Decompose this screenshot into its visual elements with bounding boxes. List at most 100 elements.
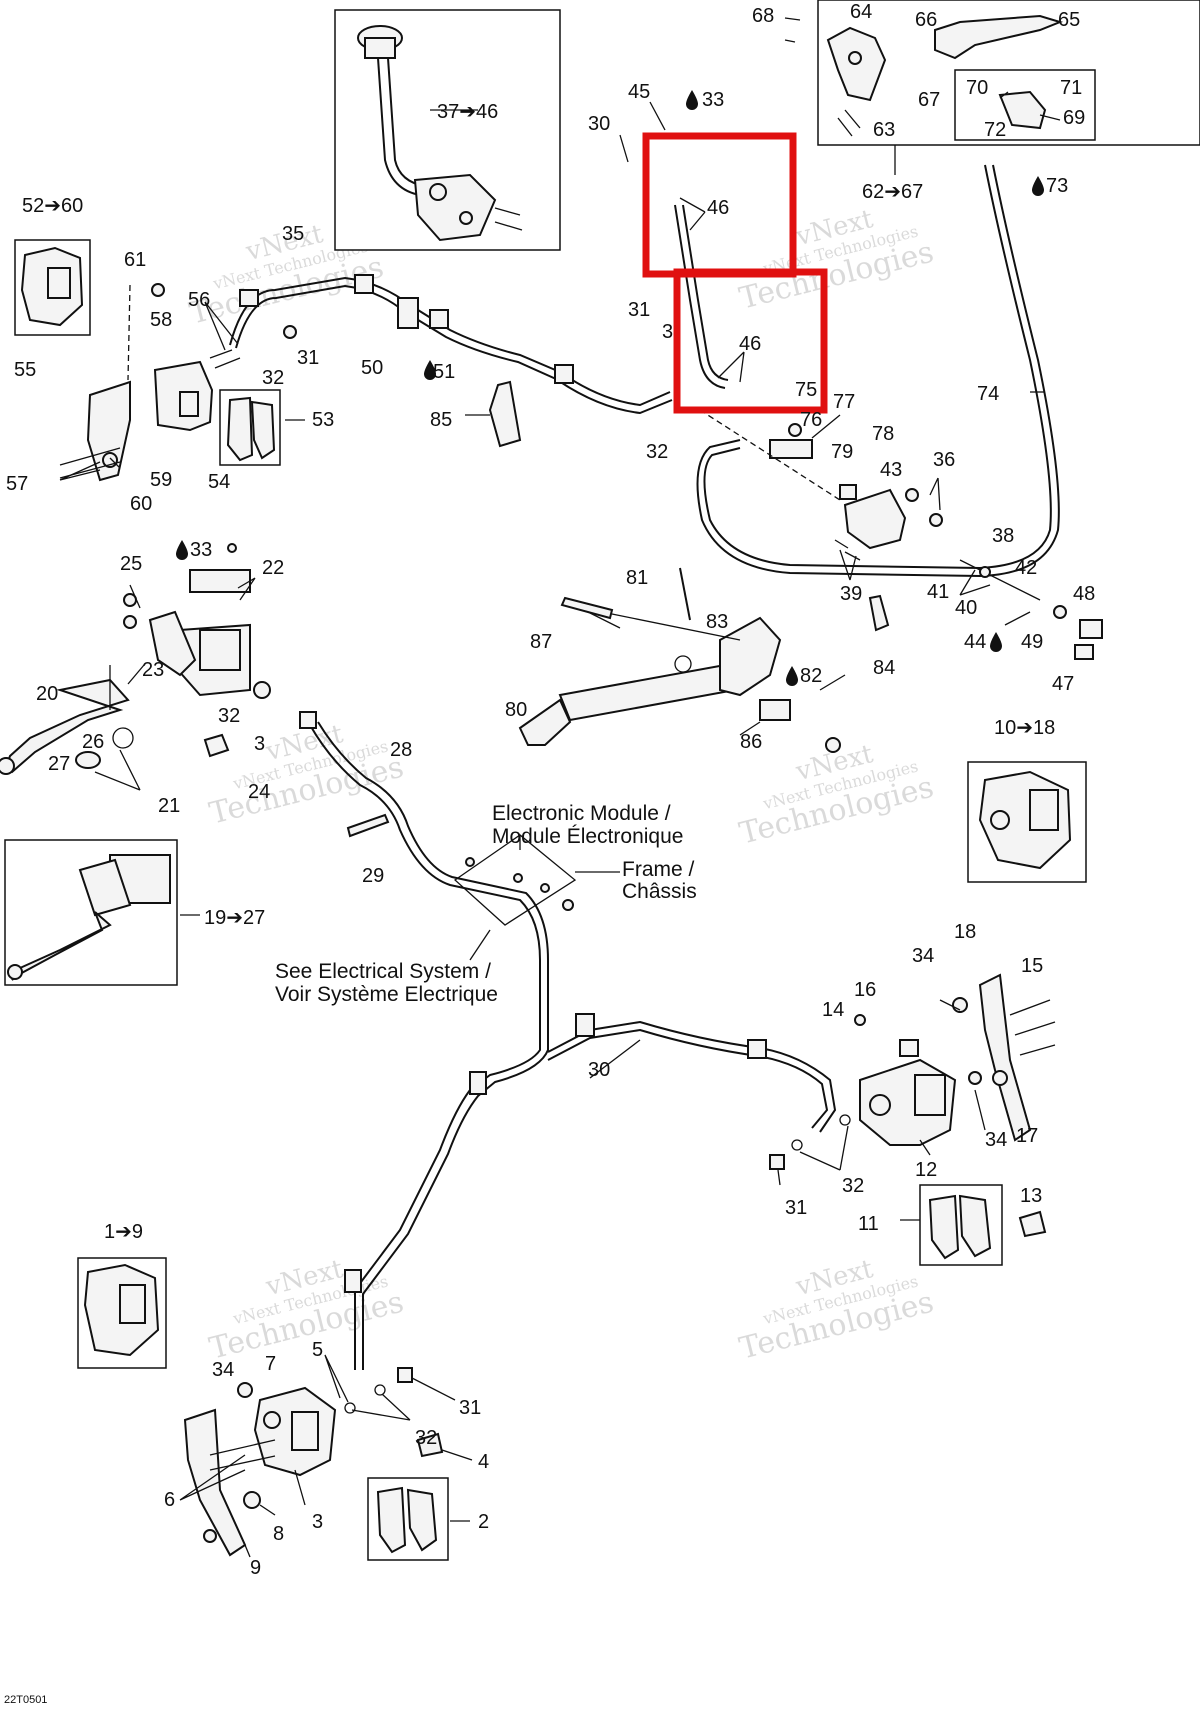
part-label-l55: 55 <box>14 359 36 381</box>
rear-brake-pedal <box>488 380 890 753</box>
part-label-l70: 70 <box>966 77 988 99</box>
electronic-module <box>346 813 577 926</box>
part-label-l2: 2 <box>478 1511 489 1533</box>
part-label-l35: 35 <box>282 223 304 245</box>
part-label-l44: 44 <box>964 631 986 653</box>
master-cylinder-20-27 <box>0 543 271 775</box>
part-label-l32a: 32 <box>262 367 284 389</box>
highlight-box-lower <box>673 268 828 414</box>
part-label-l76: 76 <box>800 409 822 431</box>
part-label-l68: 68 <box>752 5 774 27</box>
part-label-l37: 37➔46 <box>437 101 498 123</box>
part-label-l32d: 32 <box>842 1175 864 1197</box>
part-label-l31b: 31 <box>628 299 650 321</box>
part-label-l25: 25 <box>120 553 142 575</box>
part-label-l56: 56 <box>188 289 210 311</box>
part-label-l84: 84 <box>873 657 895 679</box>
part-label-l18: 18 <box>954 921 976 943</box>
part-label-l32b: 32 <box>646 441 668 463</box>
part-label-l71: 71 <box>1060 77 1082 99</box>
part-label-l58: 58 <box>150 309 172 331</box>
part-label-l36: 36 <box>933 449 955 471</box>
part-label-l8: 8 <box>273 1523 284 1545</box>
part-label-l63: 63 <box>873 119 895 141</box>
part-label-l48: 48 <box>1073 583 1095 605</box>
part-label-l40: 40 <box>955 597 977 619</box>
part-label-l64: 64 <box>850 1 872 23</box>
inset-reservoir-37-46 <box>334 9 561 251</box>
part-label-l38: 38 <box>992 525 1014 547</box>
frame-label-fr: Châssis <box>622 880 697 903</box>
part-labels: 68 64 66 65 45 33 30 37➔46 70 71 6 7 69 72 63 62➔67 73 46… <box>6 1 1095 1579</box>
part-label-l14: 14 <box>822 999 844 1021</box>
rear-caliper-36-43 <box>699 409 1103 660</box>
electronic-module-label-fr: Module Électronique <box>492 825 683 848</box>
part-label-l32c: 32 <box>218 705 240 727</box>
inset-caliper-52-60 <box>14 239 91 336</box>
part-label-l32e: 32 <box>415 1427 437 1449</box>
part-label-l60: 60 <box>130 493 152 515</box>
part-label-l33b: 33 <box>190 539 212 561</box>
part-label-l26: 26 <box>82 731 104 753</box>
part-label-l74: 74 <box>977 383 999 405</box>
part-label-l57: 57 <box>6 473 28 495</box>
part-label-l46b: 46 <box>739 333 761 355</box>
part-label-l16: 16 <box>854 979 876 1001</box>
part-label-l45: 45 <box>628 81 650 103</box>
part-label-l73: 73 <box>1046 175 1068 197</box>
right-front-caliper <box>769 973 1056 1238</box>
part-label-l85: 85 <box>430 409 452 431</box>
drawing-code: 22T0501 <box>4 1694 47 1706</box>
part-label-l34c: 34 <box>212 1359 234 1381</box>
part-label-l82: 82 <box>800 665 822 687</box>
part-label-l65: 65 <box>1058 9 1080 31</box>
fitting <box>239 289 259 307</box>
part-label-l54: 54 <box>208 471 230 493</box>
part-label-l21: 21 <box>158 795 180 817</box>
part-label-l19: 19➔27 <box>204 907 265 929</box>
part-label-l7: 7 <box>265 1353 276 1375</box>
part-label-l80: 80 <box>505 699 527 721</box>
part-label-l23: 23 <box>142 659 164 681</box>
fluid-drop-icon <box>1032 176 1044 196</box>
electrical-label-en: See Electrical System / <box>275 960 491 983</box>
inset-pads-11 <box>919 1184 1003 1266</box>
inset-pads-53 <box>219 389 281 466</box>
lower-left-caliper <box>183 1367 444 1557</box>
part-label-l31a: 31 <box>297 347 319 369</box>
part-label-l30a: 30 <box>588 113 610 135</box>
part-label-l5: 5 <box>312 1339 323 1361</box>
part-label-l31d: 31 <box>459 1397 481 1419</box>
part-label-l34a: 34 <box>912 945 934 967</box>
part-label-l47: 47 <box>1052 673 1074 695</box>
part-label-l11: 11 <box>858 1213 879 1235</box>
part-label-l53: 53 <box>312 409 334 431</box>
part-label-l17: 17 <box>1016 1125 1038 1147</box>
part-label-l27: 27 <box>48 753 70 775</box>
fluid-drop-icon <box>786 666 798 686</box>
part-label-l1: 1➔9 <box>104 1221 143 1243</box>
part-label-l43: 43 <box>880 459 902 481</box>
part-label-l24: 24 <box>248 781 270 803</box>
part-label-l77: 77 <box>833 391 855 413</box>
part-label-l61: 61 <box>124 249 146 271</box>
fluid-drop-icon <box>176 540 188 560</box>
part-label-l69: 69 <box>1063 107 1085 129</box>
part-label-l22: 22 <box>262 557 284 579</box>
part-label-l33a: 33 <box>702 89 724 111</box>
part-label-l52: 52➔60 <box>22 195 83 217</box>
fluid-drop-icon <box>424 360 436 380</box>
part-label-l62: 62➔67 <box>862 181 923 203</box>
part-label-l66: 66 <box>915 9 937 31</box>
part-label-l51: 51 <box>433 361 455 383</box>
part-label-l87: 87 <box>530 631 552 653</box>
part-label-l81: 81 <box>626 567 648 589</box>
part-label-l49: 49 <box>1021 631 1043 653</box>
part-label-l15: 15 <box>1021 955 1043 977</box>
part-label-l28: 28 <box>390 739 412 761</box>
inset-caliper-10-18 <box>967 761 1087 883</box>
part-label-l31c: 31 <box>785 1197 807 1219</box>
part-label-l6: 6 <box>164 1489 175 1511</box>
part-label-l72: 72 <box>984 119 1006 141</box>
part-label-l39: 39 <box>840 583 862 605</box>
